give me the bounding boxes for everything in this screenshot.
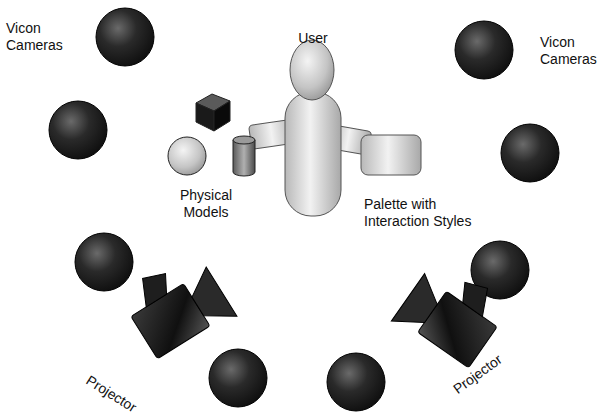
projector-label: Projector [83,372,140,416]
projector [117,247,237,364]
palette-label: Palette with Interaction Styles [364,196,474,230]
models-label: Physical Models [166,187,246,221]
vicon-camera [49,8,559,411]
palette [361,135,421,175]
user-label: User [288,30,338,47]
user-figure [249,40,421,216]
camera-label: Vicon Cameras [540,34,606,68]
physical-models [168,94,255,176]
camera-label: Vicon Cameras [6,20,86,54]
